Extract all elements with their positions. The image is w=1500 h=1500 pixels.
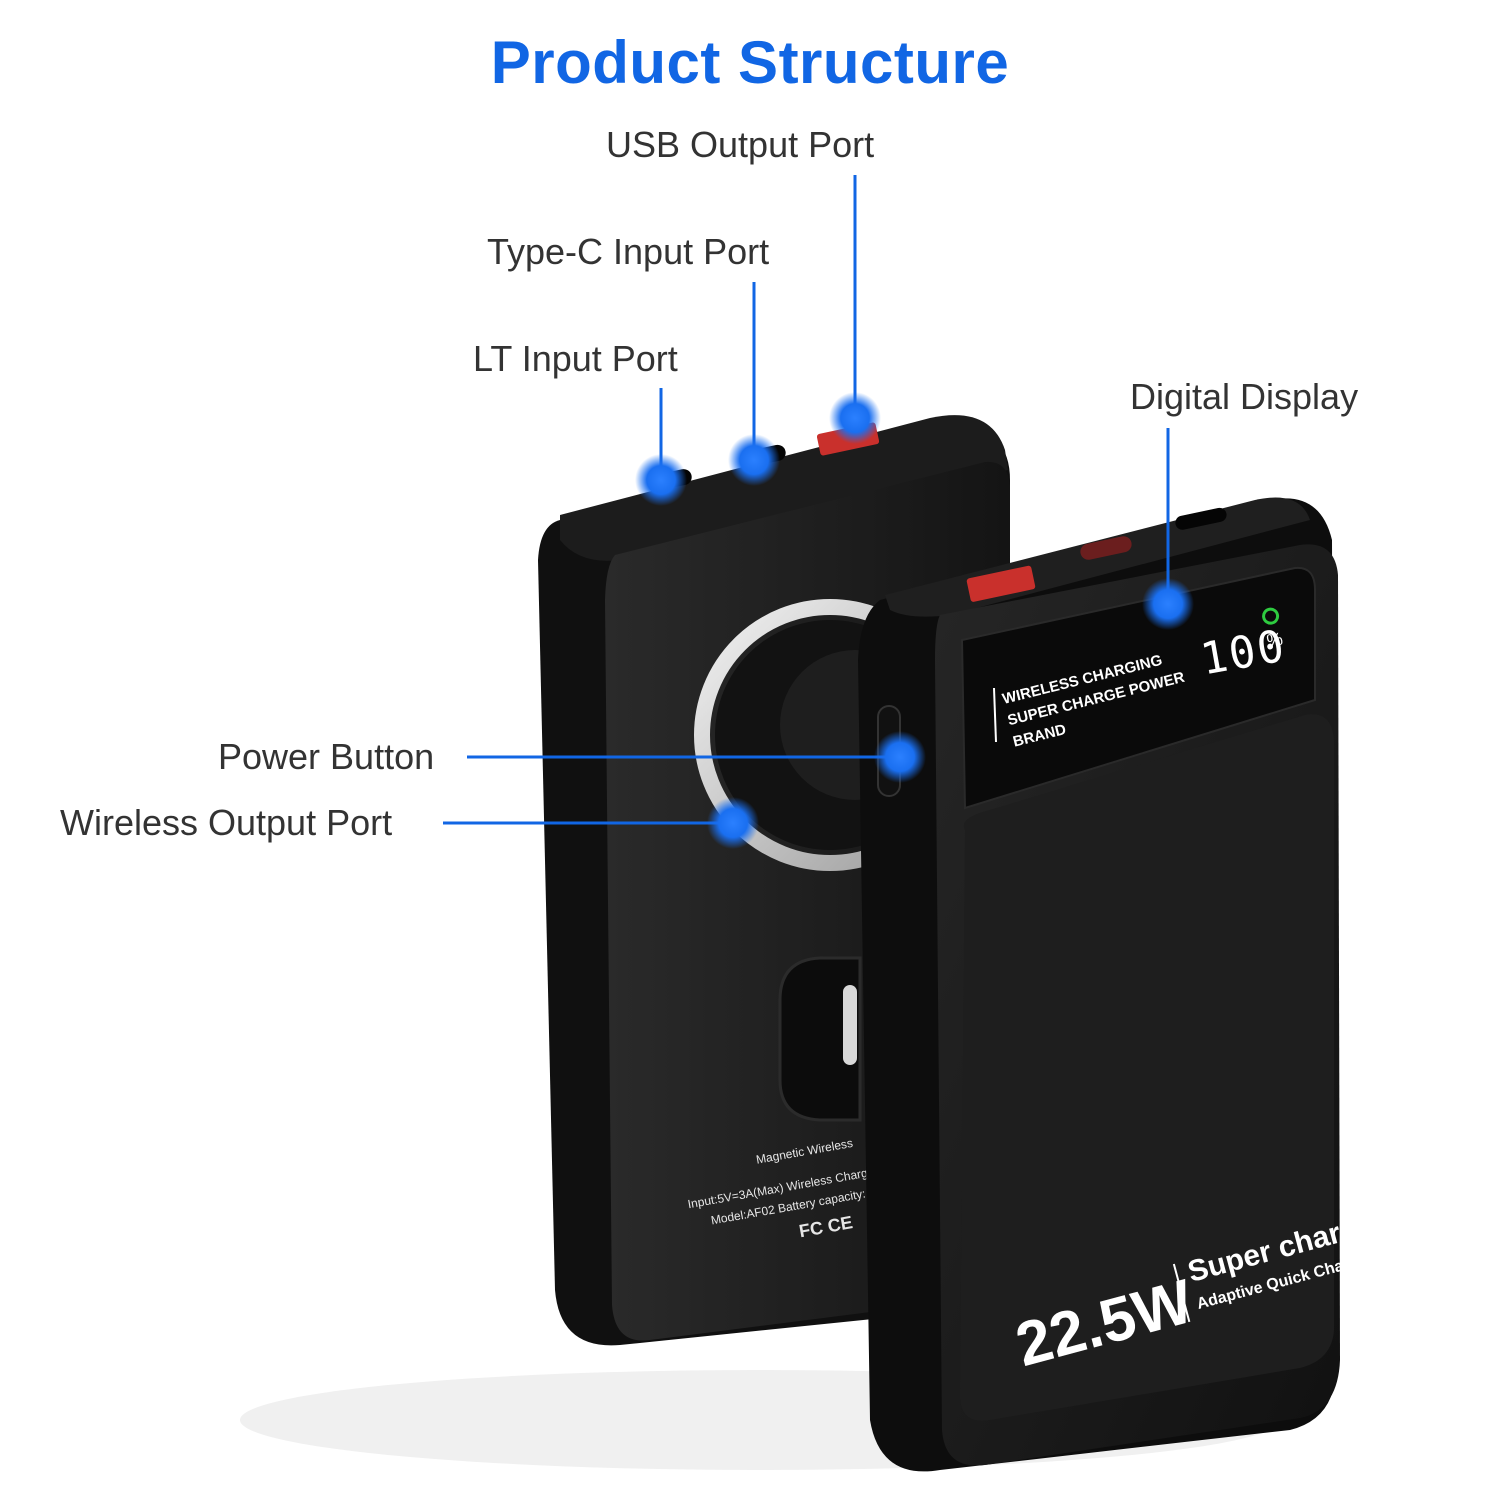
wireless-output-label: Wireless Output Port [60, 802, 393, 843]
display-unit: % [1265, 629, 1284, 651]
usb-output-label: USB Output Port [606, 124, 875, 165]
typec-dot [728, 434, 780, 486]
digital-display-label: Digital Display [1130, 376, 1359, 417]
callout-dots [635, 392, 1194, 849]
page-title: Product Structure [490, 29, 1010, 96]
charging-icon [1262, 607, 1280, 625]
lt-dot [635, 454, 687, 506]
callout-lines [443, 175, 1170, 825]
typec-input-label: Type-C Input Port [487, 231, 770, 272]
display-dot [1142, 578, 1194, 630]
wireless-dot [707, 797, 759, 849]
power-dot [874, 731, 926, 783]
lt-input-label: LT Input Port [473, 338, 678, 379]
usb-dot [829, 392, 881, 444]
power-button-label: Power Button [218, 736, 435, 777]
front-power-bank: WIRELESS CHARGING SUPER CHARGE POWER BRA… [858, 497, 1384, 1472]
